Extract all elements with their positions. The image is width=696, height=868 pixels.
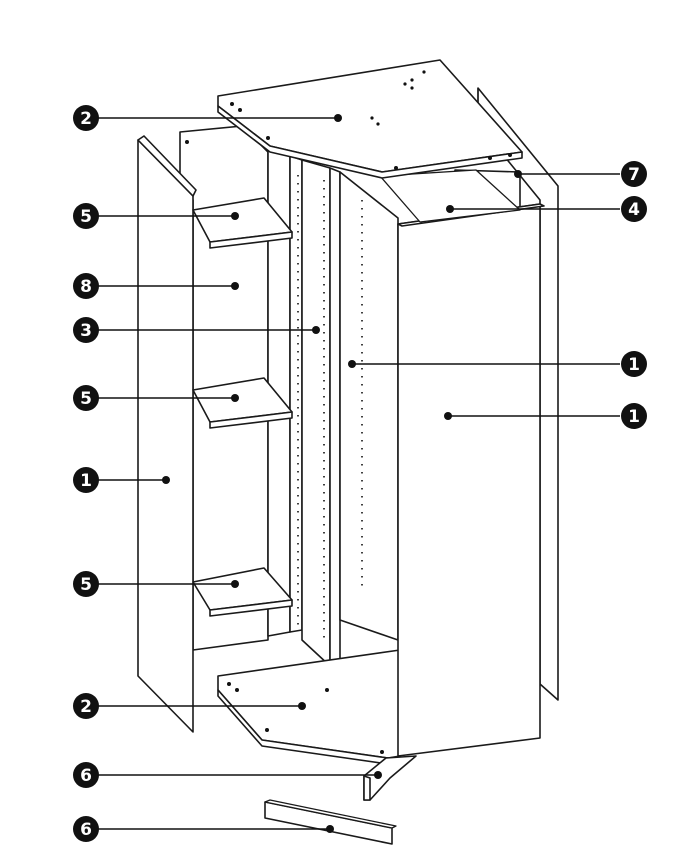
callout-6-plinth-near: 6 <box>73 762 99 788</box>
callout-label: 6 <box>80 766 92 786</box>
top-panel <box>217 59 523 179</box>
callout-label: 8 <box>80 277 92 297</box>
callout-label: 5 <box>80 207 92 227</box>
callout-8-back: 8 <box>73 273 99 299</box>
callout-5-top-shelf: 5 <box>73 203 99 229</box>
callout-2-bottom: 2 <box>73 693 99 719</box>
callout-label: 1 <box>628 407 640 427</box>
callout-label: 3 <box>80 321 92 341</box>
callout-label: 1 <box>80 471 92 491</box>
left-side-panel <box>137 135 197 733</box>
shelf-bottom <box>192 567 293 617</box>
callout-label: 7 <box>628 165 640 185</box>
callout-label: 6 <box>80 820 92 840</box>
callout-4: 4 <box>621 196 647 222</box>
plinth-near <box>363 755 417 801</box>
callout-label: 2 <box>80 697 92 717</box>
shelf-top <box>192 197 293 249</box>
shelf-middle <box>192 377 293 429</box>
callout-label: 4 <box>628 200 640 220</box>
shelf-pin-holes <box>297 175 363 640</box>
callout-1-left-side: 1 <box>73 467 99 493</box>
bottom-panel <box>217 649 401 765</box>
partition-frame <box>267 149 399 667</box>
leader-dots <box>162 114 522 833</box>
callout-2-top: 2 <box>73 105 99 131</box>
front-right-side-panel <box>397 203 545 757</box>
callout-1-front: 1 <box>621 403 647 429</box>
callout-7: 7 <box>621 161 647 187</box>
callout-1-inner: 1 <box>621 351 647 377</box>
callout-5-middle-shelf: 5 <box>73 385 99 411</box>
callout-3-partition: 3 <box>73 317 99 343</box>
callout-label: 5 <box>80 389 92 409</box>
callout-label: 2 <box>80 109 92 129</box>
leader-lines <box>98 117 620 830</box>
callout-6-plinth-far: 6 <box>73 816 99 842</box>
callout-label: 5 <box>80 575 92 595</box>
callout-5-bottom-shelf: 5 <box>73 571 99 597</box>
callout-label: 1 <box>628 355 640 375</box>
plinth-far <box>264 799 397 845</box>
